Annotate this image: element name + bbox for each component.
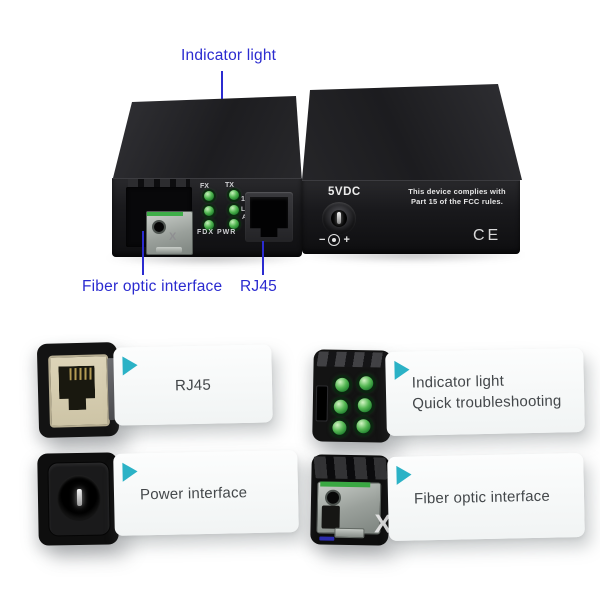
dc-power-jack: [322, 202, 356, 235]
power-closeup-photo: [37, 452, 119, 546]
panel-slot: [315, 385, 329, 422]
play-triangle-icon: [396, 465, 412, 485]
sfp-dark-block: [321, 505, 340, 529]
polarity-marking: − +: [319, 234, 350, 246]
callout-card-fiber: Fiber optic interface: [387, 452, 585, 542]
led-fx-link-act: [204, 206, 214, 216]
media-converter-rear: 10/100/1000Mbps-Tx to 1000Mbps-Fx Fiber/…: [296, 82, 524, 255]
sfp-fiber-hole: [152, 220, 166, 234]
sfp-heatsink-fins: [128, 179, 190, 188]
panel-label-fx-port: X: [169, 231, 177, 243]
device-top-fins: [313, 456, 388, 480]
rj45-pins: [69, 367, 99, 380]
device-rear-top-face: 10/100/1000Mbps-Tx to 1000Mbps-Fx Fiber/…: [302, 84, 522, 180]
rj45-jack-plate: [48, 354, 110, 428]
led-closeup-4: [357, 398, 372, 413]
device-front-top-face: Fiber/T Converter 10/100/1000Mbps-Tx to …: [112, 96, 302, 182]
rj45-port: [245, 192, 293, 242]
rj45-closeup-photo: [36, 341, 120, 439]
play-triangle-icon: [122, 462, 138, 482]
fiber-sfp-port: [126, 187, 193, 255]
fcc-line2: Part 15 of the FCC rules.: [410, 196, 504, 206]
rj45-pointer-line: [262, 241, 264, 275]
device-top-fins: [316, 351, 389, 368]
polarity-center-positive-icon: [328, 234, 341, 246]
power-jack-plate: [47, 461, 111, 537]
led-closeup-5: [332, 420, 347, 435]
ce-mark: CE: [473, 227, 502, 244]
led-fdx: [204, 220, 214, 230]
fcc-compliance-text: This device complies with Part 15 of the…: [404, 187, 510, 206]
media-converter-front: Fiber/T Converter 10/100/1000Mbps-Tx to …: [110, 92, 304, 258]
led-closeup-6: [356, 419, 371, 434]
callout-card-power: Power interface: [113, 450, 299, 536]
sfp-green-strip: [147, 212, 183, 216]
led-tx-1000: [229, 190, 239, 200]
panel-label-tx: TX: [225, 182, 234, 189]
led-closeup-3: [333, 399, 348, 414]
fcc-line1: This device complies with: [408, 187, 506, 196]
led-closeup-photo: [312, 349, 392, 443]
sfp-green-strip: [320, 481, 371, 488]
led-closeup-1: [335, 377, 350, 392]
device-front-panel: X FX TX 1000 Link/ Act FDX PWR: [112, 178, 302, 257]
rj45-label: RJ45: [240, 278, 277, 295]
dc-jack-pin: [337, 212, 341, 224]
sfp-latch: [334, 527, 365, 539]
power-voltage-label: 5VDC: [328, 186, 361, 198]
sfp-blue-edge: [319, 536, 335, 541]
led-pwr: [229, 219, 239, 229]
fiber-closeup-photo: X: [310, 454, 392, 546]
indicator-light-label: Indicator light: [181, 47, 277, 64]
callout-title: RJ45: [174, 376, 212, 394]
sfp-module-closeup: [316, 481, 382, 541]
rj45-port-opening: [250, 197, 288, 237]
power-jack-pin: [76, 488, 83, 507]
led-closeup-2: [359, 376, 374, 391]
device-rear-panel: 5VDC − + This device complies with Part …: [302, 180, 520, 254]
power-jack-recess: [56, 474, 102, 522]
callout-title: Power interface: [139, 483, 248, 503]
rj45-jack-opening: [58, 366, 95, 411]
polarity-plus: +: [343, 234, 350, 246]
callout-card-rj45: RJ45: [113, 344, 273, 426]
led-tx-link-act: [229, 205, 239, 215]
panel-label-fdx-pwr: FDX PWR: [197, 229, 237, 236]
sfp-module: [146, 211, 193, 255]
callout-subtitle: Quick troubleshooting: [412, 392, 562, 413]
sfp-latch: [156, 247, 182, 253]
callout-title: Fiber optic interface: [413, 487, 551, 508]
sfp-fiber-hole: [324, 489, 342, 506]
play-triangle-icon: [394, 360, 410, 380]
play-triangle-icon: [122, 356, 138, 376]
fiber-optic-label: Fiber optic interface: [82, 278, 223, 295]
callout-card-indicator: Indicator light Quick troubleshooting: [385, 347, 585, 437]
polarity-minus: −: [319, 234, 326, 246]
led-fx-1000: [204, 191, 214, 201]
fiber-pointer-line: [142, 231, 144, 275]
panel-label-fx: FX: [200, 183, 209, 190]
callout-title: Indicator light: [411, 372, 505, 392]
